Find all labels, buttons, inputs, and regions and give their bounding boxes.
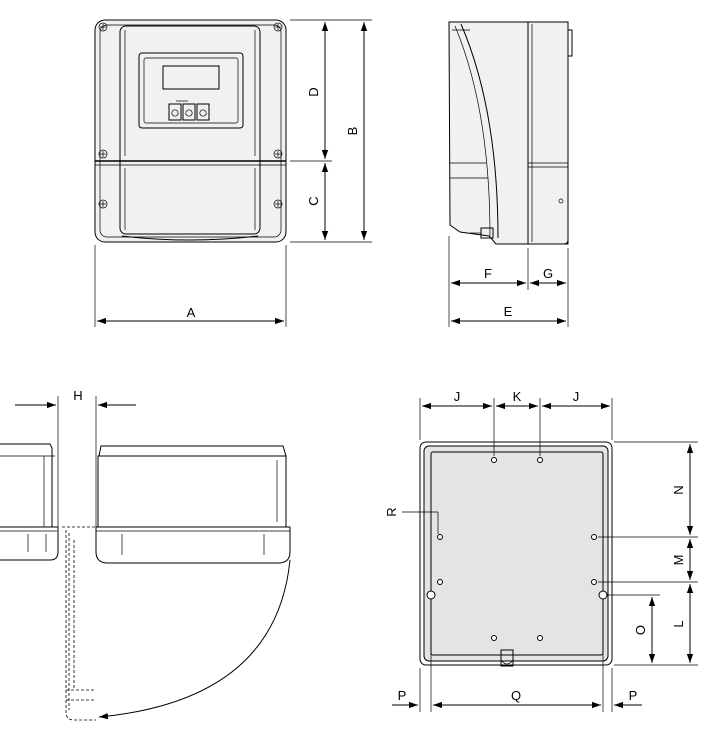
lcd-screen bbox=[162, 65, 220, 90]
screw-icon bbox=[98, 22, 283, 209]
dim-label-d: D bbox=[306, 87, 321, 96]
dim-label-p-right: P bbox=[629, 688, 638, 703]
rear-dimensions bbox=[392, 398, 698, 712]
dim-label-r: R bbox=[384, 507, 399, 516]
front-dimensions bbox=[94, 19, 372, 327]
side-view bbox=[448, 21, 573, 245]
dim-label-h: H bbox=[73, 388, 82, 403]
dim-label-o: O bbox=[633, 625, 648, 635]
dim-label-k: K bbox=[513, 389, 522, 404]
side-dimensions bbox=[448, 236, 569, 327]
top-dimensions bbox=[15, 396, 136, 530]
front-view bbox=[94, 19, 287, 243]
dim-label-a: A bbox=[187, 305, 196, 320]
dim-label-g: G bbox=[543, 266, 553, 281]
dim-label-f: F bbox=[484, 266, 492, 281]
dim-label-l: L bbox=[671, 620, 686, 627]
dim-label-e: E bbox=[504, 304, 513, 319]
display-window bbox=[138, 52, 244, 129]
dim-label-m: M bbox=[671, 555, 686, 566]
dim-label-q: Q bbox=[511, 688, 521, 703]
rear-view bbox=[402, 441, 613, 667]
dim-label-p-left: P bbox=[398, 688, 407, 703]
dim-label-n: N bbox=[671, 485, 686, 494]
dim-label-j-left: J bbox=[454, 389, 461, 404]
dim-label-c: C bbox=[306, 196, 321, 205]
dim-label-j-right: J bbox=[573, 389, 580, 404]
keypad bbox=[168, 100, 210, 121]
dim-label-b: B bbox=[345, 127, 360, 136]
top-view bbox=[0, 443, 291, 721]
